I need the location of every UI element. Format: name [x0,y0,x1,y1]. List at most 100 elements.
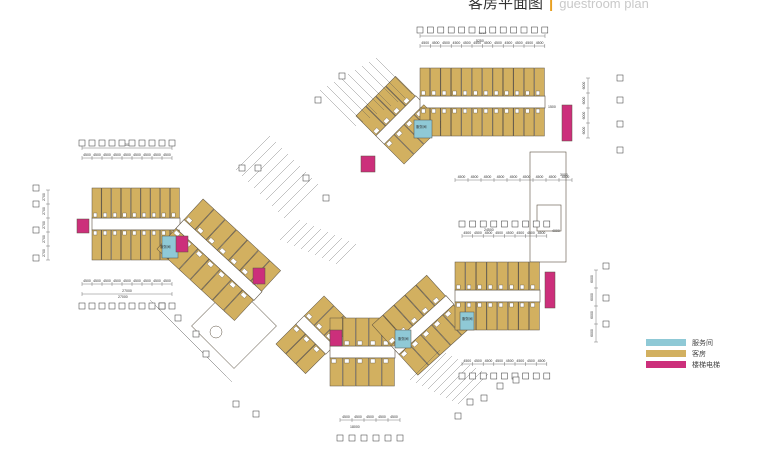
grid-axis-marker [616,96,624,104]
bathroom-south [370,340,376,346]
diagonal-dimension [241,141,277,177]
bathroom-east-lower [477,302,482,308]
bathroom-north [421,108,426,114]
dimension-text: 4500 [510,175,518,179]
dimension-text: 4500 [153,153,161,157]
bathroom-west [122,212,127,218]
diagonal-dimension [265,165,301,201]
bathroom-north [473,90,478,96]
grid-axis-marker [469,372,476,380]
bathroom-east-lower [530,284,535,290]
grid-axis-marker [128,139,136,147]
grid-axis-marker [202,350,210,358]
dimension-text: 4500 [473,41,481,45]
diagonal-dimension [259,159,295,195]
dimension-text: 4500 [536,175,544,179]
guestroom-west-diagonal [212,279,243,311]
guestroom-north [461,107,472,137]
legend-item-service: 服务间 [646,337,720,348]
dimension-text: 4500 [143,153,151,157]
guestroom-south [329,357,343,387]
guestroom-north [534,67,545,97]
bathroom-south [357,340,363,346]
grid-axis-marker [501,220,508,228]
stair-elevator-core [544,271,556,309]
plan-dimension-label: 24500 [484,228,494,232]
dimension-text: 4500 [163,153,171,157]
guestroom-west-diagonal [178,248,210,280]
service-room [459,311,475,331]
guestroom-south [355,317,369,347]
dimension-text: 4500 [474,359,482,363]
grid-axis-marker [510,26,517,34]
guestroom-east-lower [507,261,519,291]
guestroom-east-lower [497,301,508,331]
bathroom-west-diagonal [185,216,193,224]
grid-axis-marker [532,220,540,228]
diagonal-dimension [415,352,447,384]
grid-axis-marker [543,220,551,228]
guestroom-west [169,187,180,219]
guestroom-north [523,67,535,97]
grid-axis-marker [252,410,260,418]
dimension-text: 2700 [42,221,46,229]
dimension-text: 6000 [590,329,594,337]
bathroom-east-lower [466,302,472,308]
dimension-text: 4500 [378,415,386,419]
legend-swatch-guestroom [646,350,686,357]
dimension-text: 4500 [549,175,557,179]
grid-axis-marker [98,139,106,147]
grid-axis-marker [427,26,434,34]
guestroom-east-lower [518,261,530,291]
service-room-label: 服务间 [398,336,409,341]
grid-axis-marker [496,382,504,390]
grid-axis-marker [108,139,116,147]
dimension-text: 4500 [516,231,524,235]
grid-axis-marker [138,139,146,147]
diagonal-dimension [361,65,399,103]
dimension-text: 27000 [122,289,132,293]
grid-axis-marker [602,320,610,328]
guestroom-north [513,107,524,137]
grid-axis-marker [128,302,136,310]
bathroom-east-lower [456,302,461,308]
bathroom-east-lower [520,284,525,290]
grid-axis-marker [168,302,176,310]
dimension-text: 4500 [123,153,131,157]
dimension-text: 4500 [390,415,398,419]
bathroom-south-diagonal [422,330,430,338]
grid-axis-marker [479,372,487,380]
dimension-text: 4500 [442,41,450,45]
diagonal-dimension [347,73,385,111]
guestroom-south [381,357,395,387]
grid-axis-marker [384,434,392,442]
diagonal-dimension [321,237,343,259]
bathroom-north [483,90,488,96]
corridor-south [329,345,396,359]
corridor-west [91,217,181,231]
diagonal-dimension [286,222,308,244]
bathroom-south [383,340,389,346]
bathroom-north [421,90,426,96]
grid-axis-marker [447,26,455,34]
service-room-label: 服务间 [462,316,473,321]
bathroom-south-bend [313,345,320,353]
bathroom-south [344,340,350,346]
dimension-text: 4500 [83,153,91,157]
bathroom-west-diagonal [217,271,226,279]
legend-label-stair-elevator: 楼梯电梯 [692,361,720,369]
grid-axis-marker [174,314,182,322]
grid-axis-marker [168,139,176,147]
bathroom-north [473,108,478,114]
dimension-text: 6000 [582,97,586,105]
bathroom-east-lower [509,284,514,290]
bathroom-south [331,358,337,364]
bathroom-north [452,108,457,114]
grid-axis-marker [480,394,488,402]
guestroom-south [342,357,356,387]
diagonal-dimension [277,177,313,213]
guestroom-north [471,107,483,137]
dimension-text: 4500 [463,231,471,235]
